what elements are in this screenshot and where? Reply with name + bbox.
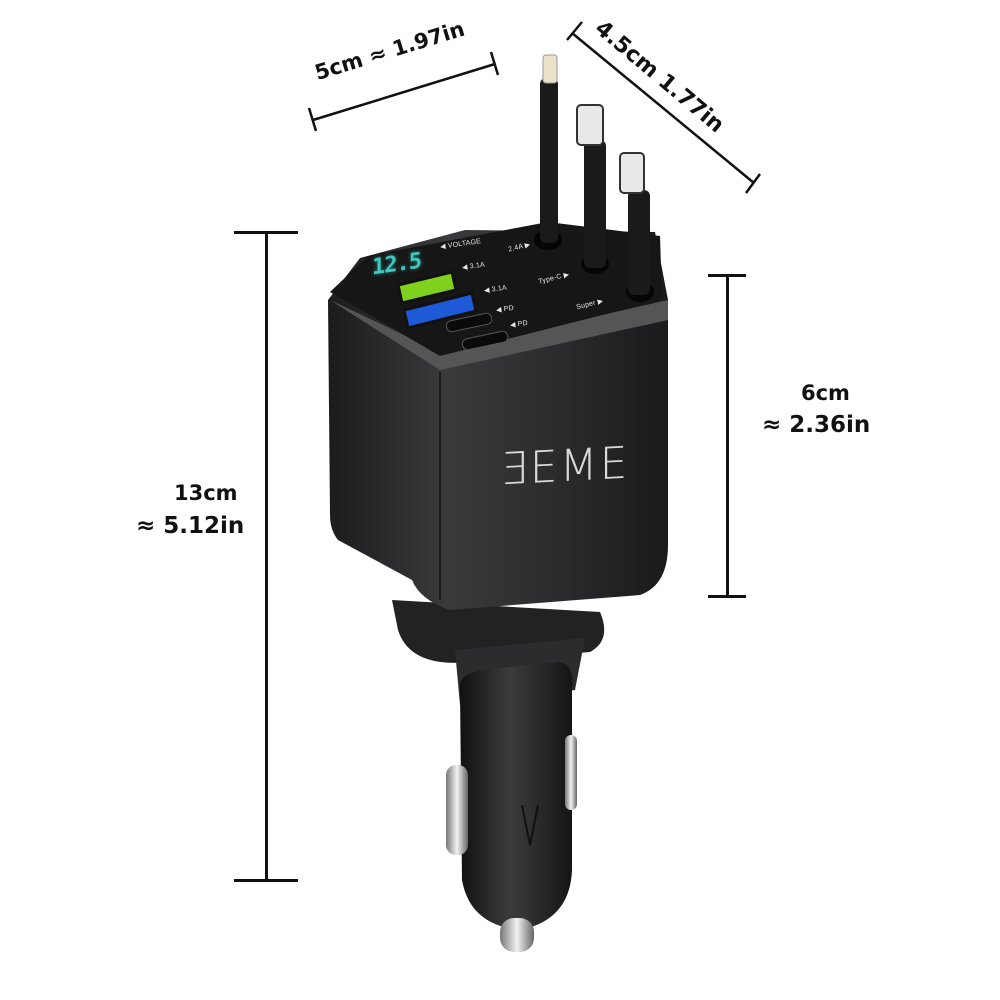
total-height-cm: 13cm	[174, 481, 238, 505]
body-height-cm: 6cm	[801, 381, 850, 405]
total-height-in: ≈ 5.12in	[136, 513, 245, 539]
body-height-in: ≈ 2.36in	[762, 412, 871, 438]
brand-logo: ƎEME	[500, 437, 630, 496]
